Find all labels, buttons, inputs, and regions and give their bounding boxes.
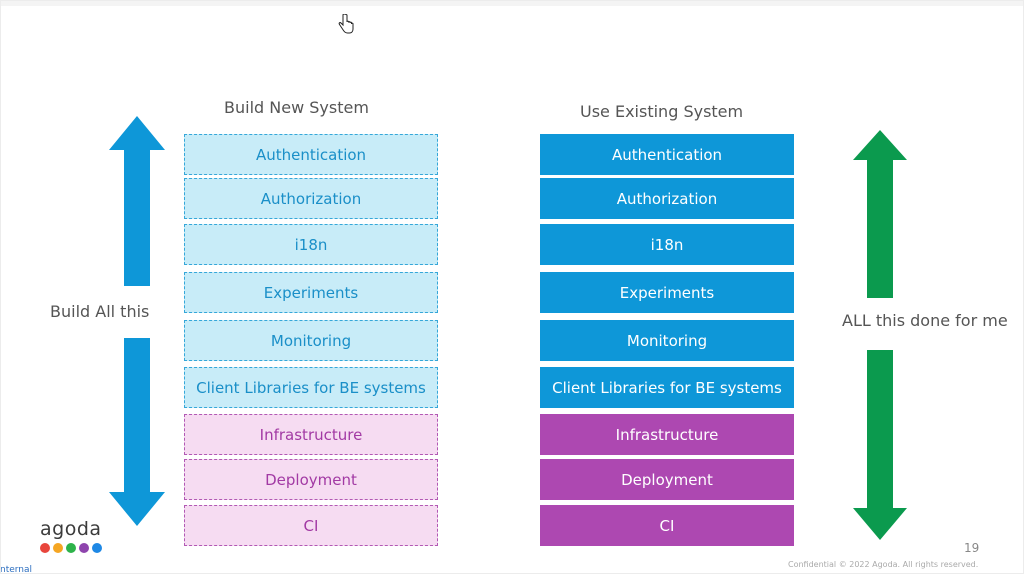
logo-dot xyxy=(53,543,63,553)
right-side-label: ALL this done for me xyxy=(842,311,1008,330)
right-heading: Use Existing System xyxy=(580,102,744,121)
right-item-ci: CI xyxy=(540,505,794,546)
right-item-deployment: Deployment xyxy=(540,459,794,500)
left-item-monitoring: Monitoring xyxy=(184,320,438,361)
left-item-authorization: Authorization xyxy=(184,178,438,219)
left-down-arrow-icon xyxy=(109,338,165,526)
left-item-deployment: Deployment xyxy=(184,459,438,500)
logo-dot xyxy=(66,543,76,553)
confidential-notice: Confidential © 2022 Agoda. All rights re… xyxy=(788,560,979,569)
left-item-infrastructure: Infrastructure xyxy=(184,414,438,455)
right-item-i18n: i18n xyxy=(540,224,794,265)
logo-dots xyxy=(40,543,102,553)
logo-dot xyxy=(40,543,50,553)
hand-cursor-icon xyxy=(338,14,354,34)
right-item-authentication: Authentication xyxy=(540,134,794,175)
left-heading: Build New System xyxy=(224,98,369,117)
right-down-arrow-icon xyxy=(853,350,907,540)
logo-dot xyxy=(79,543,89,553)
internal-label: nternal xyxy=(0,565,33,575)
top-strip xyxy=(0,0,1024,6)
right-item-client-libraries: Client Libraries for BE systems xyxy=(540,367,794,408)
left-item-experiments: Experiments xyxy=(184,272,438,313)
right-item-infrastructure: Infrastructure xyxy=(540,414,794,455)
right-item-monitoring: Monitoring xyxy=(540,320,794,361)
right-up-arrow-icon xyxy=(853,130,907,298)
logo-dot xyxy=(92,543,102,553)
right-item-experiments: Experiments xyxy=(540,272,794,313)
right-item-authorization: Authorization xyxy=(540,178,794,219)
left-item-i18n: i18n xyxy=(184,224,438,265)
logo-text: agoda xyxy=(40,518,102,540)
agoda-logo: agoda xyxy=(40,518,102,553)
left-item-authentication: Authentication xyxy=(184,134,438,175)
left-side-label: Build All this xyxy=(50,302,150,321)
page-number: 19 xyxy=(964,541,980,555)
left-item-ci: CI xyxy=(184,505,438,546)
left-item-client-libraries: Client Libraries for BE systems xyxy=(184,367,438,408)
left-up-arrow-icon xyxy=(109,116,165,286)
